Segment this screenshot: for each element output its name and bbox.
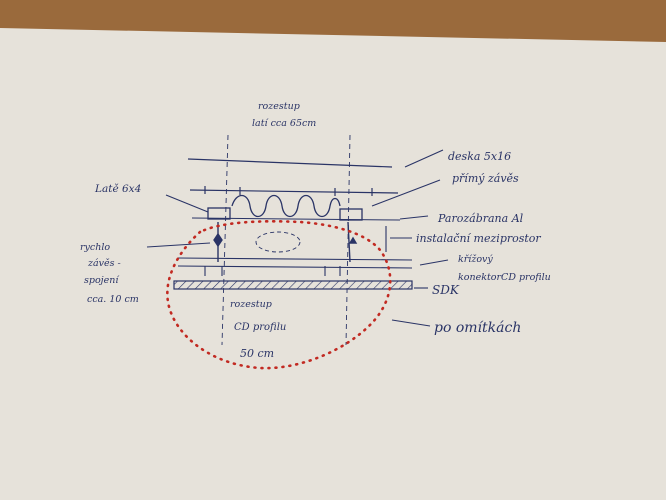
leader-lines	[146, 149, 449, 327]
label-laths: Latě 6x4	[94, 183, 141, 195]
label-vapor-barrier: Parozábrana Al	[437, 212, 524, 225]
label-quick-hanger-3: spojení	[84, 275, 120, 286]
label-direct-hanger: přímý závěs	[452, 172, 519, 185]
label-top-spacing-1: rozestup	[258, 101, 300, 112]
label-cross-conn-2: konektorCD profilu	[458, 272, 551, 283]
hangers	[213, 221, 358, 263]
label-board: deska 5x16	[448, 150, 511, 163]
label-cd-spacing-3: 50 cm	[240, 347, 274, 360]
label-top-spacing-2: latí cca 65cm	[252, 118, 316, 129]
label-quick-hanger-2: závěs -	[87, 258, 121, 269]
label-cross-conn-1: křížový	[458, 254, 493, 265]
lath-block-left	[207, 207, 231, 220]
label-quick-hanger-1: rychlo	[80, 242, 110, 253]
install-gap-oval	[255, 231, 301, 253]
label-install-gap: instalační meziprostor	[416, 232, 541, 245]
sdk-board	[173, 280, 413, 290]
label-cd-spacing-2: CD profilu	[234, 322, 286, 333]
laths-line	[189, 186, 399, 196]
insulation-wave	[231, 194, 341, 218]
label-sdk: SDK	[432, 283, 460, 297]
label-quick-hanger-4: cca. 10 cm	[87, 294, 139, 305]
label-cd-spacing-1: rozestup	[230, 299, 272, 310]
paper-sheet	[0, 28, 666, 500]
board-line	[187, 158, 393, 168]
cd-profile-lines	[177, 257, 413, 276]
dashed-guides	[221, 134, 351, 346]
label-plaster: po omítkách	[434, 320, 521, 336]
red-dotted-outline	[166, 220, 392, 370]
vapor-barrier-line	[191, 217, 401, 221]
